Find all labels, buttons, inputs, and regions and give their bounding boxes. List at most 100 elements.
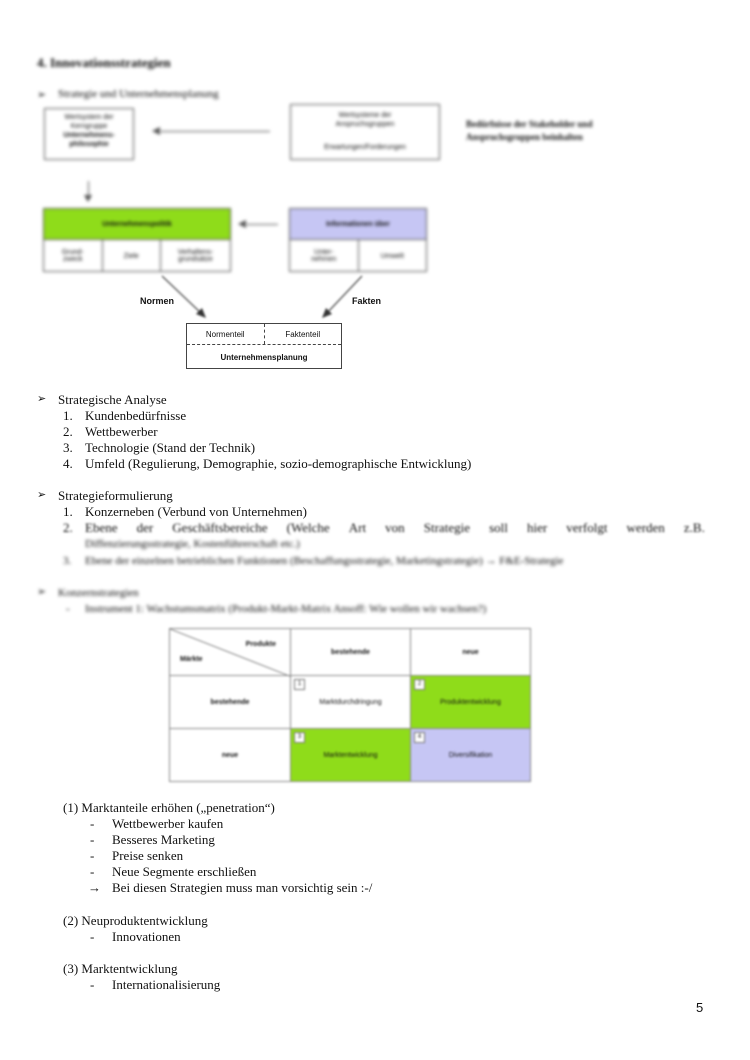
list-mark: -: [90, 977, 95, 992]
label-fakten: Fakten: [352, 296, 382, 306]
planung-normenteil: Normenteil: [187, 324, 265, 344]
planung-title: Unternehmensplanung: [220, 352, 308, 362]
dash: -: [66, 603, 70, 615]
word: (Welche: [286, 520, 330, 535]
bullet-strategieformulierung: Strategieformulierung: [58, 488, 173, 503]
list-item: Umfeld (Regulierung, Demographie, sozio-…: [85, 456, 472, 471]
word: werden: [626, 520, 665, 535]
list-number: 4.: [63, 456, 73, 471]
bullet-arrow: ➢: [37, 586, 47, 598]
planung-block: Normenteil Faktenteil Unternehmensplanun…: [186, 323, 342, 369]
wert-line3: Unternehmens-: [63, 132, 115, 139]
arrow-line-info: [246, 224, 278, 225]
wert-line2: Kerngruppe: [70, 123, 108, 130]
info-cell-umwelt: Umwelt: [380, 252, 404, 260]
list-mark: -: [90, 816, 95, 831]
matrix-cell-3: 3 Marktentwicklung: [290, 728, 411, 782]
wert-line4: philosophie: [69, 141, 109, 148]
word: Ebene: [85, 520, 118, 535]
cell-number: 1: [294, 679, 305, 690]
neuprodukt-title: (2) Neuproduktentwicklung: [63, 913, 208, 928]
list-item: Wettbewerber kaufen: [112, 816, 224, 831]
stakeholder-note: Bedürfnisse der Stakeholder und Anspruch…: [466, 118, 592, 144]
page-number: 5: [696, 1000, 704, 1015]
anspruch-line1: Wertsysteme der: [338, 112, 392, 119]
cell-label: Marktdurchdringung: [319, 698, 382, 706]
row-header-bestehende: bestehende: [169, 675, 291, 729]
arrowhead-anspruch: [152, 127, 160, 135]
info-block: Informationen über Unter- nehmen Umwelt: [289, 208, 427, 272]
arrow-down-head: [84, 195, 92, 202]
list-item: Ebene der einzelnen betrieblichen Funkti…: [85, 555, 564, 567]
col-header-neue: neue: [410, 628, 531, 676]
politik-cell-ziele: Ziele: [103, 240, 161, 272]
list-mark: -: [90, 832, 95, 847]
anspruch-box: Wertsysteme der Anspruchsgruppen Erwartu…: [290, 104, 440, 160]
label-normen: Normen: [140, 296, 175, 306]
word: der: [136, 520, 154, 535]
instrument-line: Instrument 1: Wachstumsmatrix (Produkt-M…: [85, 603, 487, 615]
word: Geschäftsbereiche: [172, 520, 268, 535]
cell-label: Diversifikation: [448, 751, 493, 759]
list-item: Innovationen: [112, 929, 181, 944]
bullet-arrow: ➢: [37, 489, 47, 501]
info-header: Informationen über: [290, 209, 426, 240]
col-header-bestehende: bestehende: [290, 628, 411, 676]
list-number: 3.: [63, 555, 72, 567]
matrix-corner: Produkte Märkte: [169, 628, 292, 677]
list-number: 2.: [63, 424, 73, 439]
arrow-line-anspruch: [160, 131, 270, 132]
info-cell-unternehmen: Unter- nehmen: [290, 240, 359, 272]
note-line1: Bedürfnisse der Stakeholder und: [466, 119, 593, 129]
word: Art: [348, 520, 367, 535]
wertsystem-box: Wertsystem der Kerngruppe Unternehmens- …: [44, 108, 134, 160]
cell-number: 3: [294, 732, 305, 743]
list-item: Besseres Marketing: [112, 832, 215, 847]
matrix-cell-4: 4 Diversifikation: [410, 728, 531, 782]
list-item: Bei diesen Strategien muss man vorsichti…: [112, 880, 373, 895]
ansoff-matrix: Produkte Märkte bestehende neue bestehen…: [169, 628, 531, 782]
anspruch-line2: Anspruchsgruppen: [335, 121, 395, 128]
list-number: 2.: [63, 520, 73, 535]
list-item: Wettbewerber: [85, 424, 158, 439]
row-header-neue: neue: [169, 728, 291, 782]
cell-number: 2: [414, 679, 425, 690]
bullet-konzernstrategien: Konzernstrategien: [58, 587, 139, 599]
matrix-cell-1: 1 Marktdurchdringung: [290, 675, 411, 729]
planung-faktenteil: Faktenteil: [285, 329, 321, 339]
politik-header: Unternehmenspolitik: [44, 209, 230, 240]
politik-block: Unternehmenspolitik Grund- zweck Ziele V…: [43, 208, 231, 272]
penetration-title: (1) Marktanteile erhöhen („penetration“): [63, 800, 275, 815]
list-item-continuation: Diffenzierungsstrategie, Kostenführersch…: [85, 538, 300, 550]
word: Strategie: [423, 520, 470, 535]
cell-label: Marktentwicklung: [323, 751, 378, 759]
note-line2: Anspruchsgruppen beinhalten: [466, 132, 583, 142]
cell-number: 4: [414, 732, 425, 743]
list-item: Internationalisierung: [112, 977, 221, 992]
list-item: Preise senken: [112, 848, 184, 863]
politik-cell-grundzweck: Grund- zweck: [44, 240, 103, 272]
list-number: 3.: [63, 440, 73, 455]
cell-label: Produktentwicklung: [440, 698, 501, 706]
marktentwicklung-title: (3) Marktentwicklung: [63, 961, 178, 976]
corner-produkte: Produkte: [245, 641, 276, 648]
word: verfolgt: [566, 520, 608, 535]
list-number: 1.: [63, 504, 73, 519]
list-mark: -: [90, 929, 95, 944]
section-heading: 4. Innovationsstrategien: [37, 55, 171, 70]
anspruch-line3: Erwartungen/Forderungen: [324, 144, 406, 151]
list-item: Neue Segmente erschließen: [112, 864, 257, 879]
arrowhead-info: [238, 220, 246, 228]
list-item: Konzerneben (Verbund von Unternehmen): [85, 504, 308, 519]
matrix-cell-2: 2 Produktentwicklung: [410, 675, 531, 729]
list-item: Kundenbedürfnisse: [85, 408, 187, 423]
corner-maerkte: Märkte: [180, 656, 203, 663]
corner-diagonal: [170, 629, 292, 677]
word: hier: [526, 520, 548, 535]
diagonal-arrows: [161, 275, 363, 318]
list-mark: -: [90, 864, 95, 879]
bullet-strategie: Strategie und Unternehmensplanung: [58, 88, 219, 100]
list-mark: -: [90, 848, 95, 863]
politik-cell-verhalten: Verhaltens- grundsätze: [177, 249, 214, 263]
bullet-arrow: ➢: [37, 89, 47, 101]
